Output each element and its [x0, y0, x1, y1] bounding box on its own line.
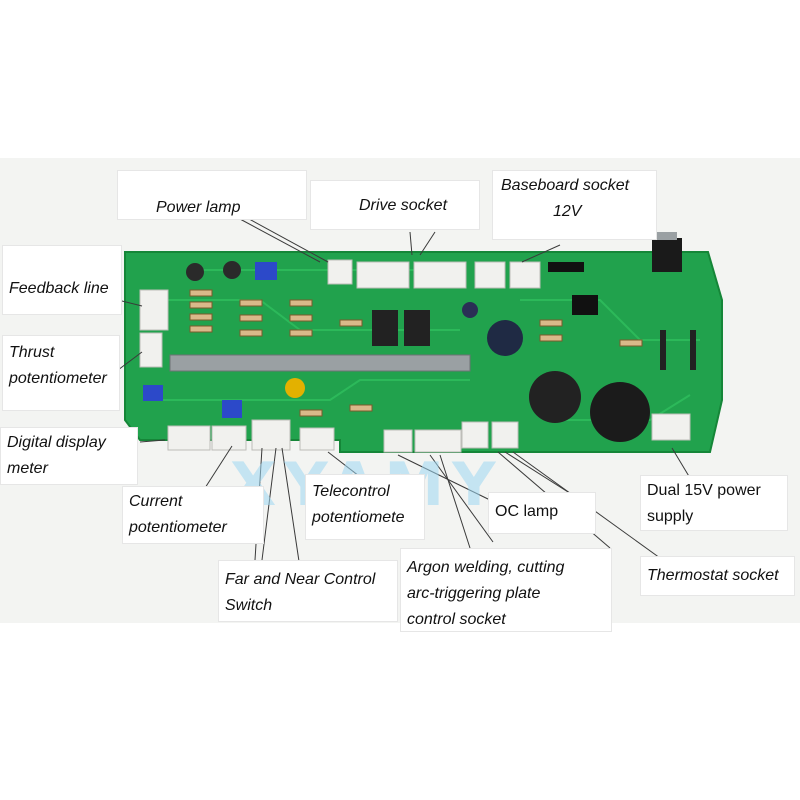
label-text: Far and Near Control	[225, 571, 376, 588]
label-text: Dual 15V power	[647, 482, 761, 499]
label-text: Digital display	[7, 434, 106, 451]
label-text: OC lamp	[495, 503, 559, 520]
ic-chip	[572, 295, 598, 315]
film-capacitor	[285, 378, 305, 398]
bottom-connector-4	[299, 427, 335, 451]
capacitor-small	[223, 261, 241, 279]
label-text: Power lamp	[156, 199, 241, 216]
label-dual-15v-power-supply: Dual 15V power supply	[640, 475, 788, 531]
label-text: potentiometer	[129, 519, 227, 536]
label-feedback-line: Feedback line	[2, 245, 122, 315]
label-text: control socket	[407, 611, 506, 628]
bottom-connector-1	[167, 425, 211, 451]
baseboard-connector-2	[509, 261, 541, 289]
capacitor-medium	[487, 320, 523, 356]
thrust-pot-connector	[139, 332, 163, 368]
label-text: Argon welding, cutting	[407, 559, 565, 576]
power-lamp-connector	[327, 259, 353, 285]
label-current-potentiometer: Current potentiometer	[122, 486, 264, 544]
baseboard-connector-1	[474, 261, 506, 289]
capacitor-large	[529, 371, 581, 423]
regulator-tab	[657, 232, 677, 240]
bottom-connector-8	[491, 421, 519, 449]
label-text: Baseboard socket	[501, 177, 630, 194]
dual-15v-connector	[651, 413, 691, 441]
capacitor-small	[462, 302, 478, 318]
label-oc-lamp: OC lamp	[488, 492, 596, 534]
trimmer-pot	[255, 262, 277, 280]
regulator	[652, 238, 682, 272]
capacitor-small	[186, 263, 204, 281]
label-thermostat-socket: Thermostat socket	[640, 556, 795, 596]
label-text: Thrust	[9, 344, 55, 361]
resistor-array	[189, 289, 643, 417]
inductor	[372, 310, 398, 346]
bottom-connector-3	[251, 419, 291, 451]
label-text: Switch	[225, 597, 273, 614]
bottom-connector-7	[461, 421, 489, 449]
trimmer-pot	[143, 385, 163, 401]
label-text: Thermostat socket	[647, 567, 779, 584]
label-argon-welding-socket: Argon welding, cutting arc-triggering pl…	[400, 548, 612, 632]
label-telecontrol-potentiometer: Telecontrol potentiomete	[305, 474, 425, 540]
label-text: supply	[647, 508, 694, 525]
connectors	[139, 259, 691, 453]
label-text: Telecontrol	[312, 483, 390, 500]
bottom-connector-6	[414, 429, 462, 453]
feedback-line-connector	[139, 289, 169, 331]
inductor	[404, 310, 430, 346]
drive-socket-connector-2	[413, 261, 467, 289]
diode	[660, 330, 666, 370]
label-text: meter	[7, 460, 48, 477]
bottom-connector-5	[383, 429, 413, 453]
heatsink-strip	[169, 354, 471, 372]
label-text: 12V	[553, 203, 582, 220]
label-text: Current	[129, 493, 183, 510]
label-text: Feedback line	[9, 280, 109, 297]
ic-chip	[548, 262, 584, 272]
drive-socket-connector-1	[356, 261, 410, 289]
label-text: arc-triggering plate	[407, 585, 541, 602]
label-drive-socket: Drive socket	[310, 180, 480, 230]
label-power-lamp: Power lamp	[117, 170, 307, 220]
diode	[690, 330, 696, 370]
bottom-connector-2	[211, 425, 247, 451]
trimmer-pot	[222, 400, 242, 418]
label-text: potentiomete	[312, 509, 405, 526]
label-thrust-potentiometer: Thrust potentiometer	[2, 335, 120, 411]
label-far-near-control-switch: Far and Near Control Switch	[218, 560, 398, 622]
label-baseboard-socket: Baseboard socket 12V	[492, 170, 657, 240]
label-text: Drive socket	[359, 197, 448, 214]
label-text: potentiometer	[9, 370, 107, 387]
label-digital-display-meter: Digital display meter	[0, 427, 138, 485]
capacitor-large	[590, 382, 650, 442]
